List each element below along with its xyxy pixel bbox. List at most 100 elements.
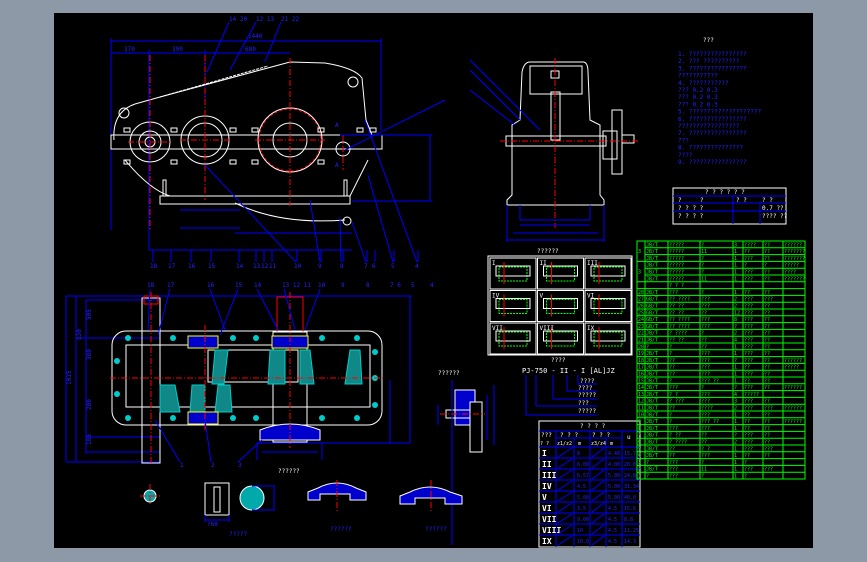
dimension-line: [252, 485, 275, 511]
model-code-note: ?????: [578, 392, 596, 399]
parts-list-cell: ???: [701, 317, 710, 323]
parts-list-cell: JB/T: [646, 270, 658, 276]
assembly-cell[interactable]: [537, 257, 584, 290]
tech-requirement-line: ???????????: [678, 73, 718, 80]
parts-list-cell: 27: [638, 297, 644, 303]
parts-list-cell: ??: [764, 385, 770, 391]
parts-list-cell: 5: [638, 446, 641, 452]
assembly-cell[interactable]: [489, 257, 537, 290]
parts-list-cell: ???: [744, 440, 753, 446]
roman-numeral: IX: [542, 537, 552, 546]
center-lines: [500, 58, 640, 228]
parts-list-cell: ??: [744, 426, 750, 432]
parts-list-cell: ??: [764, 365, 770, 371]
bearing: [187, 411, 219, 425]
parts-list-cell: JB/T: [646, 338, 658, 344]
ratio-value: 4.5: [608, 517, 617, 523]
parts-list-cell: 11: [701, 249, 707, 255]
leader-label: 4: [415, 263, 419, 270]
parts-list-row[interactable]: 1?????1?: [638, 474, 747, 480]
assembly-cell[interactable]: [584, 290, 632, 322]
parts-list-cell: JB/T: [646, 290, 658, 296]
ratio-table-subheader: m: [578, 441, 581, 447]
parts-list-cell: ?????: [669, 270, 684, 276]
ratio-value: 5.00: [577, 495, 589, 501]
parts-list-cell: 24: [638, 317, 644, 323]
gear-ratio-fraction: [557, 469, 573, 480]
parts-list-cell: ???: [744, 358, 753, 364]
parts-list-row[interactable]: JB/T??????1????????????: [646, 256, 805, 262]
spec-table-cell: ? ?: [736, 197, 747, 204]
leader-label: 8: [366, 282, 370, 289]
assembly-cell[interactable]: [489, 290, 537, 322]
assembly-cell[interactable]: [537, 322, 584, 355]
parts-list-cell: ???: [764, 297, 773, 303]
spec-table-border: [672, 187, 787, 225]
parts-list-row[interactable]: 20????1?????: [638, 344, 770, 350]
parts-list-cell: 1: [734, 426, 737, 432]
gear-ratio-fraction: [557, 502, 573, 513]
drain-plug: [342, 216, 352, 226]
leader-label: 1: [180, 462, 184, 469]
parts-list-cell: 1: [734, 344, 737, 350]
parts-list-row[interactable]: ? ? ?: [669, 283, 684, 289]
parts-list-cell: ??: [744, 365, 750, 371]
plan-dimensions-right: [300, 295, 411, 444]
gear-ratio-fraction: [557, 458, 573, 469]
assembly-cell[interactable]: [537, 290, 584, 322]
parts-list-row[interactable]: JB/T??????1???????: [646, 263, 799, 269]
leader-label: 4: [430, 282, 434, 289]
gearbox-shape: [590, 330, 626, 342]
leader-label: 7: [364, 263, 368, 270]
parts-list-cell: ???: [744, 338, 753, 344]
assembly-cell[interactable]: [489, 322, 537, 355]
parts-list-row[interactable]: JB/T??????3????????????: [646, 242, 802, 248]
parts-list-row[interactable]: 3?????1?: [638, 460, 747, 466]
parts-list-cell: ??: [764, 324, 770, 330]
parts-list-cell: ?????: [784, 365, 799, 371]
spec-table-cell: ?: [700, 197, 704, 204]
assembly-cell[interactable]: [584, 257, 632, 290]
tech-requirement-line: 9. ????????????????: [678, 159, 747, 166]
parts-list-cell: 22: [638, 331, 644, 337]
model-code-note: ????: [580, 378, 595, 385]
gearbox-outline: [593, 331, 623, 347]
gear-ratio-fraction: [591, 491, 605, 502]
spec-table-header: ? ? ? ? ? ?: [705, 189, 745, 196]
parts-list-cell: ??: [764, 304, 770, 310]
parts-list-cell: ?: [744, 460, 747, 466]
leader-label: 5: [411, 282, 415, 289]
assembly-cell[interactable]: [584, 322, 632, 355]
parts-list-cell: JB/T: [646, 249, 658, 255]
parts-list-cell: ???: [669, 385, 678, 391]
parts-list-cell: ?: [669, 412, 672, 418]
